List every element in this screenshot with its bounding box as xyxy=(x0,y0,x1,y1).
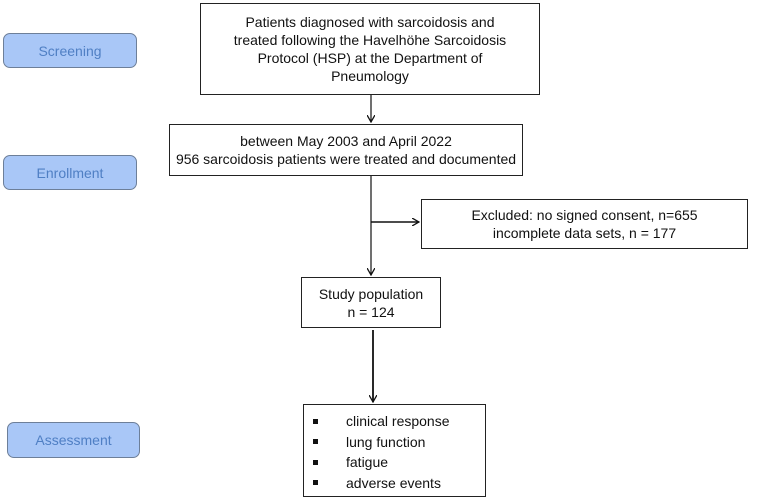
screening-text-line: Protocol (HSP) at the Department of xyxy=(257,50,483,66)
excluded-text-line: Excluded: no signed consent, n=655 xyxy=(471,207,698,223)
stage-screening: Screening xyxy=(3,33,137,68)
screening-text-line: Pneumology xyxy=(331,68,409,84)
screening-box: Patients diagnosed with sarcoidosis and … xyxy=(200,3,540,95)
list-item: lung function xyxy=(313,432,485,453)
list-item: adverse events xyxy=(313,473,485,494)
enrollment-text-line: between May 2003 and April 2022 xyxy=(240,133,452,149)
study-population-box: Study population n = 124 xyxy=(301,277,441,328)
bullet-icon xyxy=(313,480,318,486)
excluded-box: Excluded: no signed consent, n=655 incom… xyxy=(421,199,748,249)
list-item: fatigue xyxy=(313,452,485,473)
bullet-icon xyxy=(313,418,318,424)
population-text-line: Study population xyxy=(318,285,424,302)
screening-text-line: treated following the Havelhöhe Sarcoido… xyxy=(233,32,507,48)
bullet-icon xyxy=(313,459,318,465)
list-item-label: fatigue xyxy=(346,454,389,470)
list-item: clinical response xyxy=(313,411,485,432)
stage-assessment: Assessment xyxy=(7,422,140,458)
stage-enrollment: Enrollment xyxy=(3,155,137,190)
bullet-icon xyxy=(313,439,318,445)
enrollment-text-line: 956 sarcoidosis patients were treated an… xyxy=(175,151,517,167)
screening-text-line: Patients diagnosed with sarcoidosis and xyxy=(245,14,495,30)
list-item-label: adverse events xyxy=(346,474,441,491)
list-item-label: lung function xyxy=(346,433,426,450)
population-text-line: n = 124 xyxy=(347,303,395,320)
excluded-text-line: incomplete data sets, n = 177 xyxy=(492,225,677,241)
enrollment-box: between May 2003 and April 2022 956 sarc… xyxy=(169,124,523,176)
assessment-box: clinical response lung function fatigue … xyxy=(303,404,486,497)
list-item-label: clinical response xyxy=(346,413,450,429)
